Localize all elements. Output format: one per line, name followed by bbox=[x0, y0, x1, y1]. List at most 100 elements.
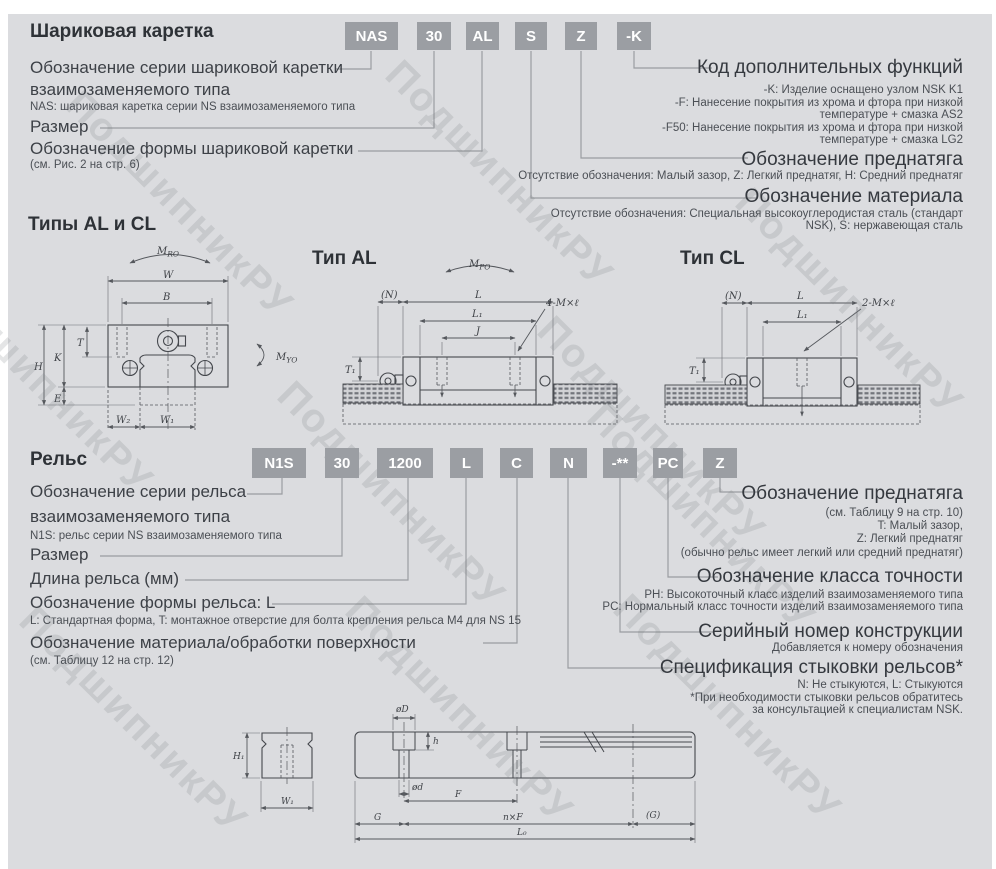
rail-code-box-form: L bbox=[450, 448, 483, 478]
dim-w1: W₁ bbox=[160, 415, 174, 426]
dim-j-al: J bbox=[474, 326, 481, 337]
dim-mro: MRO bbox=[156, 246, 179, 259]
carriage-connector-lines bbox=[100, 51, 758, 199]
rail-preload-note: (см. Таблицу 9 на стр. 10) bbox=[825, 507, 963, 519]
rail-series-note: N1S: рельс серии NS взаимозаменяемого ти… bbox=[30, 530, 282, 542]
dim-e: E bbox=[53, 394, 62, 405]
carriage-preload-note: Отсутствие обозначения: Малый зазор, Z: … bbox=[518, 170, 963, 182]
type-al-title: Тип AL bbox=[312, 248, 377, 269]
rail-code-box-joint: N bbox=[550, 448, 587, 478]
dim-t: T bbox=[77, 338, 85, 349]
carriage-code-box-preload: Z bbox=[565, 22, 597, 50]
material-note: Отсутствие обозначения: Специальная высо… bbox=[550, 208, 963, 220]
types-section-title: Типы AL и CL bbox=[28, 214, 157, 235]
material-heading: Обозначение материала bbox=[744, 186, 963, 207]
accuracy-heading: Обозначение класса точности bbox=[696, 566, 963, 587]
dim-mpo-al: MPO bbox=[468, 259, 490, 272]
dim-f: F bbox=[454, 790, 462, 800]
dim-oD: øD bbox=[395, 705, 409, 715]
rail-code-box-accuracy: PC bbox=[653, 448, 683, 478]
carriage-size-label: Размер bbox=[30, 117, 89, 136]
dim-h1: H₁ bbox=[232, 752, 244, 762]
type-cl-title: Тип CL bbox=[680, 248, 745, 269]
carriage-series-label-line1: Обозначение серии шариковой каретки bbox=[30, 58, 343, 77]
rail-connector-lines bbox=[100, 478, 758, 669]
rail-series-label-line2: взаимозаменяемого типа bbox=[30, 507, 231, 526]
rail-code-box-serial: -** bbox=[603, 448, 637, 478]
serial-note: Добавляется к номеру обозначения bbox=[771, 642, 963, 654]
scan-background bbox=[8, 14, 992, 869]
carriage-code-box-functions: -K bbox=[617, 22, 651, 50]
dim-t1-cl: T₁ bbox=[689, 366, 700, 377]
rail-code-box-preload: Z bbox=[703, 448, 737, 478]
carriage-form-note: (см. Рис. 2 на стр. 6) bbox=[30, 159, 140, 171]
dim-n-al: (N) bbox=[381, 290, 398, 301]
functions-heading: Код дополнительных функций bbox=[696, 57, 963, 78]
dim-holes-cl: 2-M×ℓ bbox=[861, 298, 895, 309]
functions-note: -F50: Нанесение покрытия из хрома и фтор… bbox=[662, 122, 963, 134]
type-cl-drawing: (N) L L₁ T₁ 2-M×ℓ bbox=[664, 291, 921, 425]
rail-length-label: Длина рельса (мм) bbox=[30, 569, 179, 588]
dim-h: H bbox=[33, 362, 43, 373]
carriage-series-label-line2: взаимозаменяемого типа bbox=[30, 80, 231, 99]
rail-cross-section-drawing: H₁ W₁ bbox=[232, 727, 314, 812]
rail-material-note: (см. Таблицу 12 на стр. 12) bbox=[30, 655, 174, 667]
accuracy-note: PC: Нормальный класс точности изделий вз… bbox=[602, 601, 963, 613]
functions-note: -F: Нанесение покрытия из хрома и фтора … bbox=[674, 97, 963, 109]
dim-l-al: L bbox=[474, 290, 482, 301]
dim-h-counterbore: h bbox=[433, 737, 439, 747]
serial-heading: Серийный номер конструкции bbox=[698, 621, 963, 642]
dim-b: B bbox=[162, 292, 170, 303]
rail-preload-note: (обычно рельс имеет легкий или средний п… bbox=[680, 547, 963, 559]
carriage-preload-heading: Обозначение преднатяга bbox=[741, 149, 963, 170]
rail-code-box-size: 30 bbox=[325, 448, 359, 478]
dim-l0: L₀ bbox=[516, 828, 527, 838]
dim-g: G bbox=[374, 813, 381, 823]
carriage-code-box-size: 30 bbox=[417, 22, 451, 50]
joint-heading: Спецификация стыковки рельсов* bbox=[659, 657, 963, 678]
carriage-code-box-form: AL bbox=[466, 22, 499, 50]
dim-w1-rail: W₁ bbox=[281, 797, 294, 807]
dim-g-paren: (G) bbox=[646, 810, 661, 821]
dim-holes-al: 4-M×ℓ bbox=[545, 298, 579, 309]
rail-preload-note: Z: Легкий преднатяг bbox=[856, 533, 963, 545]
dim-l1-al: L₁ bbox=[471, 309, 483, 320]
joint-note: N: Не стыкуются, L: Стыкуются bbox=[797, 679, 963, 691]
rail-series-label-line1: Обозначение серии рельса bbox=[30, 482, 247, 501]
functions-note: температуре + смазка AS2 bbox=[819, 109, 963, 121]
dim-w2: W₂ bbox=[116, 415, 130, 426]
dim-w: W bbox=[163, 270, 174, 281]
material-note: NSK), S: нержавеющая сталь bbox=[805, 220, 963, 232]
dim-l-cl: L bbox=[796, 291, 804, 302]
dim-l1-cl: L₁ bbox=[796, 310, 808, 321]
dim-n-cl: (N) bbox=[725, 291, 742, 302]
rail-code-box-length: 1200 bbox=[377, 448, 433, 478]
dim-nxf: n×F bbox=[503, 813, 523, 823]
rail-size-label: Размер bbox=[30, 545, 89, 564]
carriage-series-note: NAS: шариковая каретка серии NS взаимоза… bbox=[30, 101, 356, 113]
carriage-section-title: Шариковая каретка bbox=[30, 21, 214, 42]
rail-preload-note: T: Малый зазор, bbox=[877, 520, 963, 532]
rail-section-title: Рельс bbox=[30, 449, 88, 470]
rail-code-box-series: N1S bbox=[252, 448, 306, 478]
accuracy-note: PH: Высокоточный класс изделий взаимозам… bbox=[644, 589, 963, 601]
carriage-cross-section-drawing: MRO W B T K H E W₂ W₁ MYO bbox=[33, 246, 297, 430]
carriage-code-box-material: S bbox=[515, 22, 547, 50]
type-al-drawing: MPO (N) L L₁ J T₁ 4-M×ℓ bbox=[342, 259, 618, 425]
rail-preload-heading: Обозначение преднатяга bbox=[741, 483, 963, 504]
rail-side-view-drawing: øD h ød F G n×F (G) L₀ bbox=[354, 705, 696, 843]
joint-note: *При необходимости стыковки рельсов обра… bbox=[690, 692, 963, 704]
dim-myo: MYO bbox=[275, 352, 297, 365]
dim-od: ød bbox=[411, 783, 423, 793]
rail-form-label: Обозначение формы рельса: L bbox=[30, 593, 276, 612]
rail-form-note: L: Стандартная форма, T: монтажное отвер… bbox=[30, 615, 521, 627]
carriage-form-label: Обозначение формы шариковой каретки bbox=[30, 139, 354, 158]
carriage-code-box-series: NAS bbox=[345, 22, 398, 50]
functions-note: температуре + смазка LG2 bbox=[819, 134, 963, 146]
dim-k: K bbox=[53, 353, 62, 364]
dim-t1-al: T₁ bbox=[345, 365, 356, 376]
rail-material-label: Обозначение материала/обработки поверхно… bbox=[30, 633, 416, 652]
joint-note: за консультацией к специалистам NSK. bbox=[752, 704, 963, 716]
